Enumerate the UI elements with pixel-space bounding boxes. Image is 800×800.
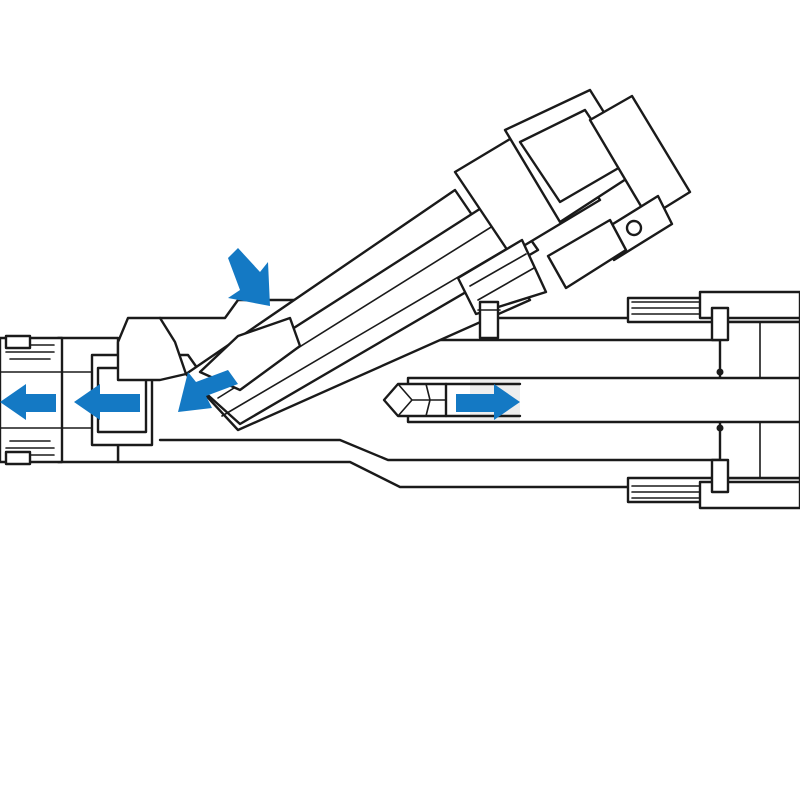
arrow-intake-diagonal — [228, 248, 270, 306]
cap-bolt-hole — [625, 219, 643, 237]
arrow-outlet-left-inner — [74, 384, 140, 420]
right-inlet-fitting — [626, 290, 800, 510]
outlet-small-tab-top — [4, 334, 32, 350]
vent-pin-body — [478, 300, 500, 340]
flow-arrows — [0, 248, 520, 420]
cap-lower-tab — [546, 218, 628, 290]
core-cone-facets — [397, 383, 447, 417]
branch-left-shoulder — [116, 316, 188, 382]
branch-screen-tube — [198, 194, 540, 426]
arrow-outlet-left-outer — [0, 384, 56, 420]
cap-bridge-piece — [456, 238, 548, 316]
inlet-pin-bottom — [710, 458, 730, 494]
main-body-lower-wall — [158, 438, 762, 462]
arrow-core-right — [456, 384, 520, 420]
cap-bridge-detail — [469, 253, 535, 301]
inlet-rivet-top — [716, 368, 724, 376]
strainer-core — [382, 376, 800, 424]
inlet-upper-threads — [631, 301, 701, 315]
inlet-rivet-bottom — [716, 424, 724, 432]
inlet-lower-threads — [631, 485, 701, 499]
inlet-pin-top — [710, 306, 730, 342]
cap-assembly — [453, 88, 692, 316]
arrow-branch-down-left — [178, 370, 238, 412]
outlet-small-tab-bottom — [4, 450, 32, 466]
vent-pin — [477, 300, 501, 340]
core-thimble — [444, 382, 522, 418]
cap-top-plate — [588, 94, 692, 220]
